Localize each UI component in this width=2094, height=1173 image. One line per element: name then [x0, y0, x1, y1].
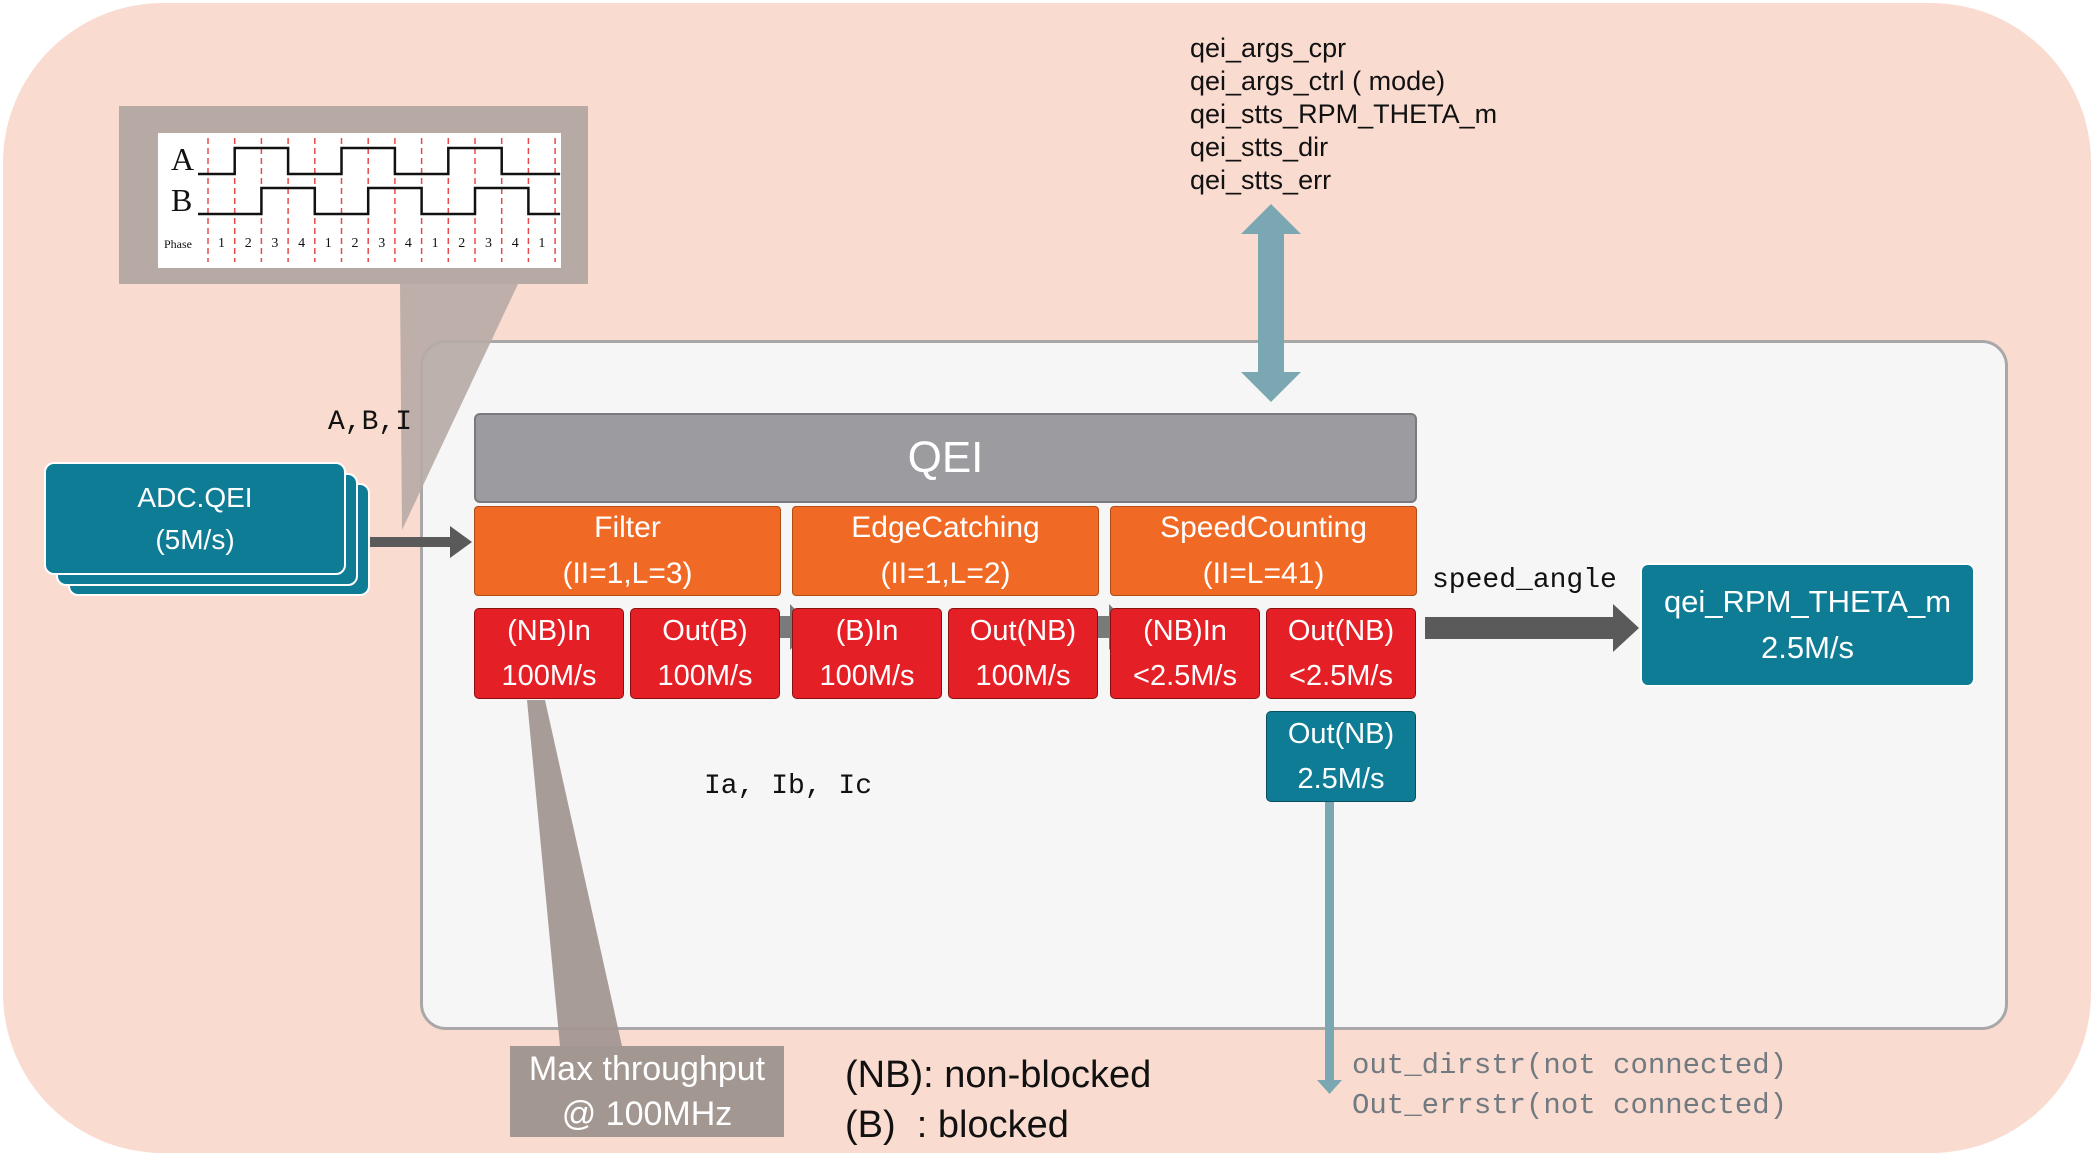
phase-number: 3 — [271, 236, 279, 251]
port-speed-in: (NB)In <2.5M/s — [1110, 608, 1260, 699]
qei-title-bar: QEI — [474, 413, 1417, 503]
phase-number: 1 — [218, 236, 225, 251]
phase-number: 2 — [458, 236, 466, 251]
port-rate: <2.5M/s — [1289, 659, 1393, 692]
port-rate: 100M/s — [975, 659, 1071, 692]
output-arrow — [1425, 604, 1639, 652]
speed-angle-label: speed_angle — [1432, 565, 1617, 596]
port-label: Out(NB) — [1287, 717, 1395, 750]
channel-b-label: B — [171, 182, 193, 218]
adc-qei-card: ADC.QEI (5M/s) — [44, 462, 346, 575]
legend-nonblocked: (NB): non-blocked — [845, 1054, 1152, 1096]
port-rate: 100M/s — [501, 659, 597, 692]
register-item: qei_stts_RPM_THETA_m — [1190, 99, 1498, 129]
stage-edgecatching: EdgeCatching (II=1,L=2) — [792, 506, 1099, 596]
register-bus-arrow — [1241, 204, 1301, 402]
max-throughput-line2: @ 100MHz — [561, 1094, 733, 1133]
port-label: Out(NB) — [1287, 614, 1395, 647]
port-filter-out: Out(B) 100M/s — [630, 608, 780, 699]
port-speed-out-secondary: Out(NB) 2.5M/s — [1266, 711, 1416, 802]
stage-params: (II=L=41) — [1202, 557, 1325, 590]
register-item: qei_args_ctrl ( mode) — [1190, 66, 1446, 96]
phase-number: 1 — [431, 236, 439, 251]
unconnected-arrow — [1317, 800, 1342, 1094]
phase-number: 2 — [351, 236, 359, 251]
port-label: Out(B) — [662, 614, 748, 647]
port-edge-out: Out(NB) 100M/s — [948, 608, 1098, 699]
phase-number: 2 — [244, 236, 252, 251]
adc-card-title: ADC.QEI — [137, 481, 253, 513]
stage-params: (II=1,L=3) — [562, 557, 693, 590]
register-item: qei_args_cpr — [1190, 33, 1347, 63]
port-rate: 100M/s — [819, 659, 915, 692]
port-rate: 2.5M/s — [1297, 762, 1385, 795]
max-throughput-note: Max throughput @ 100MHz — [510, 1046, 784, 1137]
port-rate: 100M/s — [657, 659, 753, 692]
stage-speedcounting: SpeedCounting (II=L=41) — [1110, 506, 1417, 596]
throughput-callout — [527, 700, 622, 1046]
port-filter-in: (NB)In 100M/s — [474, 608, 624, 699]
register-item: qei_stts_err — [1190, 165, 1332, 195]
phase-number: 4 — [404, 236, 412, 251]
port-edge-in: (B)In 100M/s — [792, 608, 942, 699]
port-label: (NB)In — [1143, 614, 1227, 647]
input-signals-label: A,B,I — [328, 407, 413, 438]
phase-number: 1 — [324, 236, 332, 251]
port-speed-out: Out(NB) <2.5M/s — [1266, 608, 1416, 699]
phase-number: 3 — [485, 236, 492, 251]
output-card-rate: 2.5M/s — [1760, 630, 1855, 665]
legend: (NB): non-blocked (B) : blocked — [845, 1050, 1151, 1150]
unconnected-item: Out_errstr(not connected) — [1352, 1089, 1788, 1122]
stage-name: SpeedCounting — [1160, 510, 1367, 544]
max-throughput-line1: Max throughput — [528, 1050, 766, 1089]
phase-label: Phase — [164, 237, 192, 251]
phase-number: 3 — [378, 236, 386, 251]
waveform-callout — [400, 284, 518, 530]
phase-number: 1 — [538, 236, 546, 251]
register-list: qei_args_cpr qei_args_ctrl ( mode) qei_s… — [1190, 32, 1497, 197]
waveform-plot — [158, 133, 561, 268]
channel-a-label: A — [171, 141, 195, 177]
unconnected-item: out_dirstr(not connected) — [1352, 1049, 1788, 1082]
port-rate: <2.5M/s — [1133, 659, 1237, 692]
input-arrow — [370, 526, 472, 558]
legend-blocked: (B) : blocked — [845, 1104, 1069, 1146]
current-signals-label: Ia, Ib, Ic — [704, 771, 873, 802]
signal-a-trace — [198, 146, 561, 176]
register-item: qei_stts_dir — [1190, 132, 1329, 162]
output-card-title: qei_RPM_THETA_m — [1663, 583, 1952, 619]
adc-card-rate: (5M/s) — [155, 523, 235, 555]
stage-name: Filter — [594, 510, 661, 544]
output-rpm-theta-card: qei_RPM_THETA_m 2.5M/s — [1640, 563, 1975, 687]
phase-number: 4 — [298, 236, 306, 251]
unconnected-outputs: out_dirstr(not connected) Out_errstr(not… — [1352, 1046, 1787, 1126]
signal-b-trace — [198, 186, 561, 216]
port-label: (NB)In — [507, 614, 591, 647]
stage-filter: Filter (II=1,L=3) — [474, 506, 781, 596]
port-label: (B)In — [835, 614, 899, 647]
port-label: Out(NB) — [969, 614, 1077, 647]
phase-number: 4 — [511, 236, 519, 251]
stage-name: EdgeCatching — [851, 510, 1040, 544]
waveform-signals — [198, 138, 561, 262]
stage-params: (II=1,L=2) — [880, 557, 1011, 590]
